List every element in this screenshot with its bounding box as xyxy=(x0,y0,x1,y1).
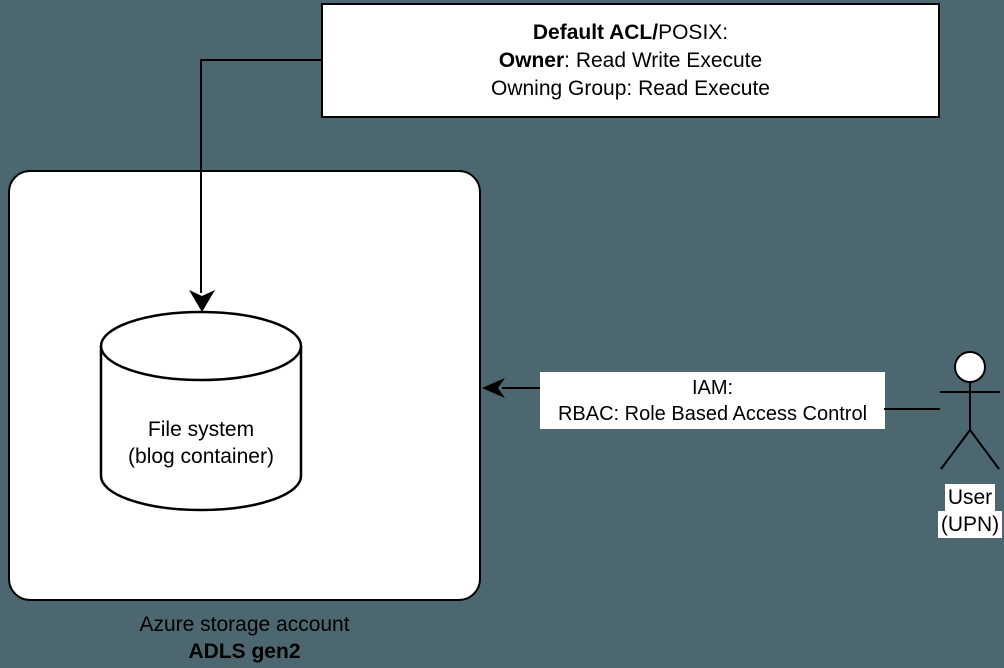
acl-note-line2: Owner: Read Write Execute xyxy=(499,47,762,75)
acl-note-line3: Owning Group: Read Execute xyxy=(491,76,770,100)
iam-note-line2: RBAC: Role Based Access Control xyxy=(557,402,868,425)
user-label-row1: User xyxy=(920,484,1004,511)
default-acl-note: Default ACL/POSIX: Owner: Read Write Exe… xyxy=(321,3,940,118)
user-person-icon xyxy=(940,351,1000,470)
file-system-label-line2: (blog container) xyxy=(128,445,274,468)
file-system-label: File system (blog container) xyxy=(99,416,303,470)
acl-connector-horizontal xyxy=(200,59,323,61)
iam-connector-right xyxy=(884,408,940,410)
user-label-line2: (UPN) xyxy=(937,511,1003,538)
acl-note-line1-bold: Default ACL/ xyxy=(532,20,659,44)
arrowhead-down-icon xyxy=(189,290,215,312)
iam-note: IAM: RBAC: Role Based Access Control xyxy=(540,372,885,429)
acl-note-line2-bold: Owner xyxy=(498,48,565,72)
user-label-line1: User xyxy=(944,484,996,511)
iam-connector-left xyxy=(502,387,540,389)
acl-note-line2-regular: : Read Write Execute xyxy=(564,48,763,72)
acl-note-line1: Default ACL/POSIX: xyxy=(533,19,728,47)
arrowhead-left-icon xyxy=(482,378,505,398)
user-label: User (UPN) xyxy=(920,484,1004,538)
user-label-row2: (UPN) xyxy=(920,511,1004,538)
iam-note-line1: IAM: xyxy=(691,376,734,399)
acl-connector-vertical xyxy=(200,59,202,293)
storage-caption-line1: Azure storage account xyxy=(139,613,350,636)
file-system-label-line1: File system xyxy=(147,418,255,441)
acl-note-line1-regular: POSIX: xyxy=(658,20,729,44)
storage-caption-line2: ADLS gen2 xyxy=(188,640,301,663)
file-system-cylinder-icon xyxy=(99,310,303,512)
storage-account-caption: Azure storage account ADLS gen2 xyxy=(8,611,481,665)
